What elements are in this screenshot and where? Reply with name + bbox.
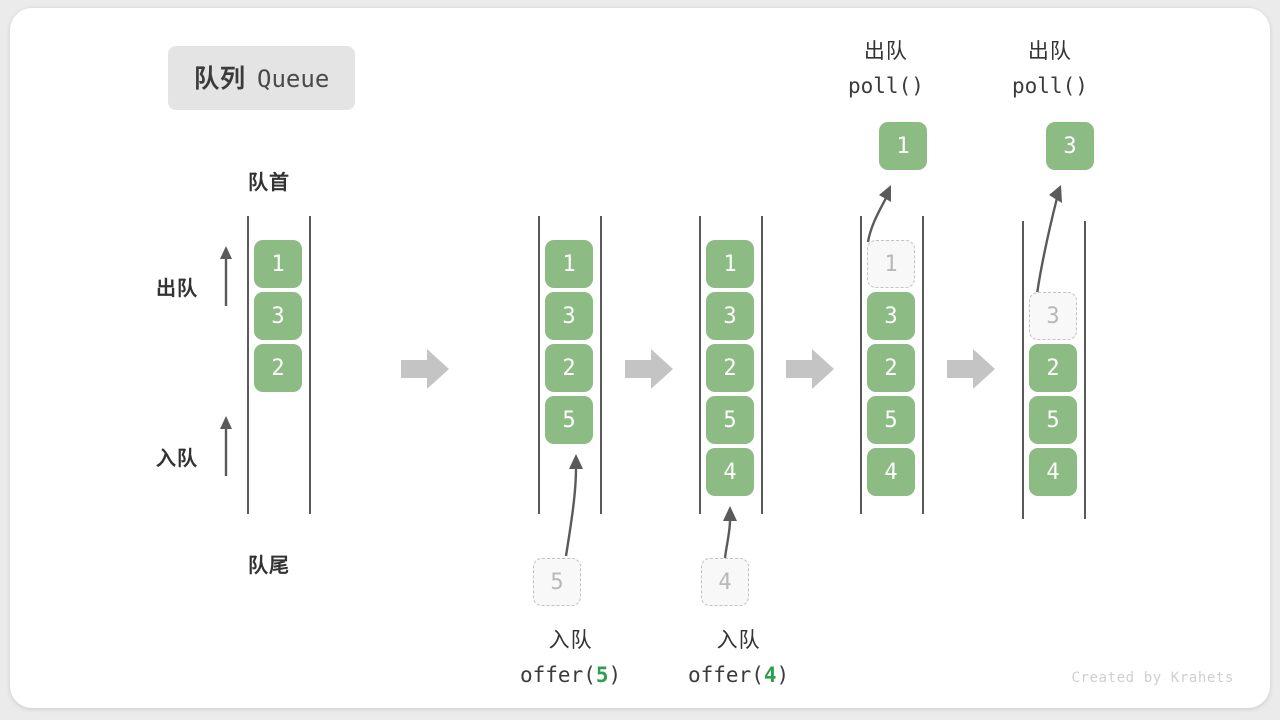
queue-rail-right-4 xyxy=(922,216,924,514)
queue-rail-right-1 xyxy=(309,216,311,514)
queue-stack-2: 1 3 2 5 xyxy=(545,240,593,444)
credit-text: Created by Krahets xyxy=(1071,670,1234,686)
queue-element: 1 xyxy=(545,240,593,288)
queue-element: 2 xyxy=(867,344,915,392)
flow-arrow-icon xyxy=(625,349,673,389)
queue-rail-right-5 xyxy=(1084,221,1086,519)
queue-element: 2 xyxy=(706,344,754,392)
dequeue-direction-arrow-icon xyxy=(216,244,236,306)
diagram-title: 队列 Queue xyxy=(168,46,356,110)
popped-element-box: 3 xyxy=(1046,122,1094,170)
queue-stack-1: 1 3 2 xyxy=(254,240,302,392)
queue-element: 3 xyxy=(867,292,915,340)
operation-label-code: poll() xyxy=(848,74,924,98)
queue-element: 4 xyxy=(867,448,915,496)
operation-label-offer-5: 入队 offer(5) xyxy=(520,624,621,692)
queue-element: 2 xyxy=(1029,344,1077,392)
operation-label-code: offer(4) xyxy=(688,663,790,687)
queue-element: 5 xyxy=(867,396,915,444)
queue-element: 3 xyxy=(545,292,593,340)
queue-element-new: 4 xyxy=(706,448,754,496)
queue-stack-4: 1 3 2 5 4 xyxy=(867,240,915,496)
diagram-title-en: Queue xyxy=(257,65,330,93)
flow-arrow-icon xyxy=(947,349,995,389)
operation-label-cn: 出队 xyxy=(863,40,908,63)
queue-element-removed: 1 xyxy=(867,240,915,288)
operation-label-code: poll() xyxy=(1012,74,1088,98)
enqueue-direction-label: 入队 xyxy=(156,448,198,470)
queue-stack-5: 3 2 5 4 xyxy=(1029,292,1077,496)
queue-element: 5 xyxy=(1029,396,1077,444)
enqueue-direction-arrow-icon xyxy=(216,414,236,476)
queue-element: 5 xyxy=(706,396,754,444)
queue-rail-left-4 xyxy=(860,216,862,514)
queue-rail-right-2 xyxy=(600,216,602,514)
incoming-ghost-box: 4 xyxy=(701,558,749,606)
flow-arrow-icon xyxy=(401,349,449,389)
flow-arrow-icon xyxy=(786,349,834,389)
operation-label-offer-4: 入队 offer(4) xyxy=(688,624,789,692)
popped-element-box: 1 xyxy=(879,122,927,170)
queue-rail-left-3 xyxy=(699,216,701,514)
queue-element-removed: 3 xyxy=(1029,292,1077,340)
dequeue-arrow-icon xyxy=(859,176,909,243)
queue-element: 2 xyxy=(254,344,302,392)
incoming-ghost-box: 5 xyxy=(533,558,581,606)
queue-element-new: 5 xyxy=(545,396,593,444)
operation-label-code: offer(5) xyxy=(520,663,622,687)
queue-element: 2 xyxy=(545,344,593,392)
queue-stack-3: 1 3 2 5 4 xyxy=(706,240,754,496)
dequeue-direction-label: 出队 xyxy=(156,278,198,300)
queue-rail-left-2 xyxy=(538,216,540,514)
enqueue-arrow-icon xyxy=(550,444,590,557)
queue-rail-left-5 xyxy=(1022,221,1024,519)
queue-element: 1 xyxy=(706,240,754,288)
diagram-card: 队列 Queue 队首 队尾 出队 入队 1 3 2 1 3 2 xyxy=(10,8,1270,708)
queue-rail-left-1 xyxy=(247,216,249,514)
operation-label-poll-3: 出队 poll() xyxy=(1012,35,1088,103)
operation-label-poll-1: 出队 poll() xyxy=(848,35,924,103)
queue-element: 3 xyxy=(706,292,754,340)
queue-tail-label: 队尾 xyxy=(248,555,290,577)
operation-label-cn: 出队 xyxy=(1027,40,1072,63)
operation-label-cn: 入队 xyxy=(548,629,593,652)
queue-head-label: 队首 xyxy=(248,172,290,194)
queue-rail-right-3 xyxy=(761,216,763,514)
queue-element: 3 xyxy=(254,292,302,340)
dequeue-arrow-icon xyxy=(1026,176,1086,295)
enqueue-arrow-icon xyxy=(713,496,753,559)
diagram-title-cn: 队列 xyxy=(194,65,247,93)
operation-label-cn: 入队 xyxy=(716,629,761,652)
queue-element: 4 xyxy=(1029,448,1077,496)
queue-element: 1 xyxy=(254,240,302,288)
